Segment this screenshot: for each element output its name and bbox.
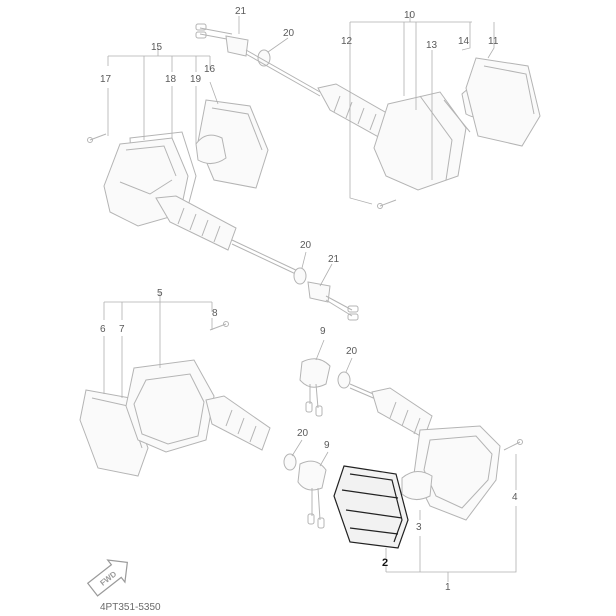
label-18: 18 [165, 74, 177, 85]
lower-right-turn-signal-assembly [299, 339, 523, 582]
label-1: 1 [445, 582, 451, 593]
label-20-mid: 20 [300, 240, 312, 251]
label-13: 13 [426, 40, 438, 51]
label-7: 7 [119, 324, 125, 335]
forward-arrow-icon: FWD [86, 559, 129, 597]
label-12: 12 [341, 36, 353, 47]
label-14: 14 [458, 36, 470, 47]
label-20-lower: 20 [297, 428, 309, 439]
label-6: 6 [100, 324, 106, 335]
label-2: 2 [382, 557, 388, 569]
highlighted-lens-part-2 [333, 465, 409, 549]
upper-left-turn-signal-assembly [87, 46, 359, 321]
label-4: 4 [512, 492, 518, 503]
label-16: 16 [204, 64, 216, 75]
lower-left-turn-signal-assembly [79, 292, 329, 529]
label-20-right: 20 [346, 346, 358, 357]
diagram-code: 4PT351-5350 [100, 602, 161, 613]
label-20-top: 20 [283, 28, 295, 39]
label-9-upper: 9 [320, 326, 326, 337]
label-21-mid: 21 [328, 254, 340, 265]
label-21-top: 21 [235, 6, 247, 17]
label-8: 8 [212, 308, 218, 319]
label-9-lower: 9 [324, 440, 330, 451]
label-11: 11 [488, 36, 499, 47]
upper-right-turn-signal-assembly [195, 12, 541, 209]
label-15: 15 [151, 42, 163, 53]
label-17: 17 [100, 74, 112, 85]
label-5: 5 [157, 288, 163, 299]
label-3: 3 [416, 522, 422, 533]
label-19: 19 [190, 74, 202, 85]
label-10: 10 [404, 10, 416, 21]
